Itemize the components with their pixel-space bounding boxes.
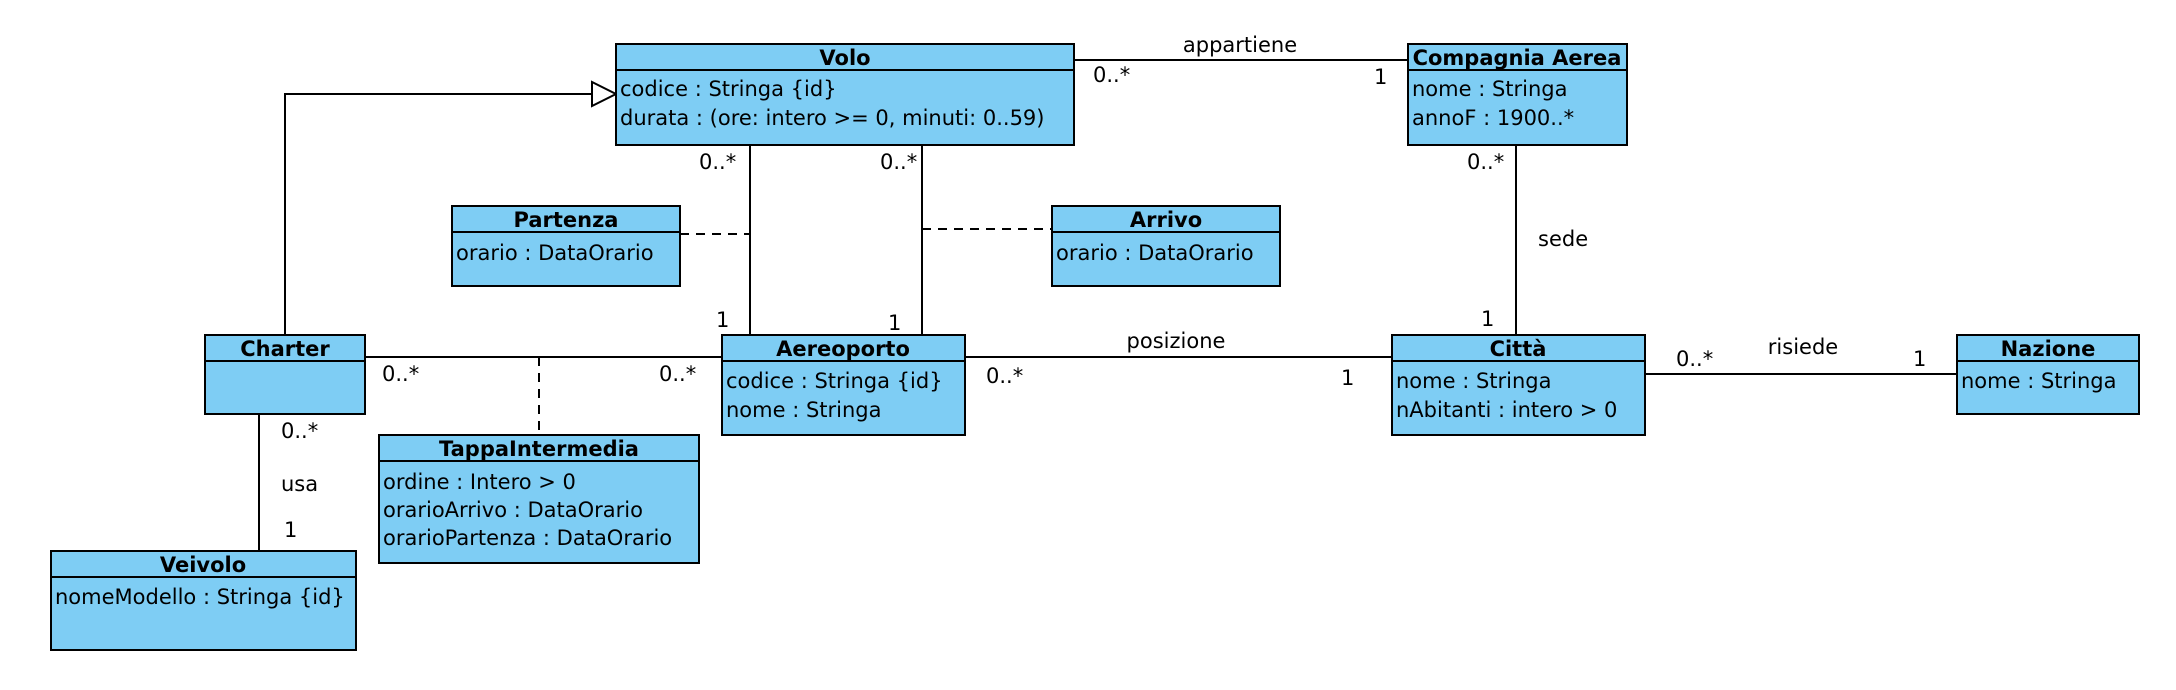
multiplicity-label: 0..* xyxy=(659,362,696,386)
class-veivolo: Veivolo nomeModello : Stringa {id} xyxy=(50,550,357,651)
class-partenza: Partenza orario : DataOrario xyxy=(451,205,681,287)
multiplicity-label: 1 xyxy=(1481,307,1494,331)
multiplicity-label: 0..* xyxy=(1676,347,1713,371)
class-attribute: nome : Stringa xyxy=(726,398,882,422)
class-name: Aereoporto xyxy=(776,337,910,361)
class-volo: Volo codice : Stringa {id} durata : (ore… xyxy=(615,43,1075,146)
multiplicity-label: 0..* xyxy=(880,150,917,174)
class-attribute: durata : (ore: intero >= 0, minuti: 0..5… xyxy=(620,106,1044,130)
association-label: sede xyxy=(1538,227,1588,251)
multiplicity-label: 1 xyxy=(1374,65,1387,89)
class-attribute: orarioPartenza : DataOrario xyxy=(383,526,672,550)
multiplicity-label: 0..* xyxy=(382,362,419,386)
multiplicity-label: 0..* xyxy=(281,419,318,443)
class-compagnia-aerea: Compagnia Aerea nome : Stringa annoF : 1… xyxy=(1407,43,1628,146)
class-name: Arrivo xyxy=(1130,208,1202,232)
class-charter: Charter xyxy=(204,334,366,415)
association-label: appartiene xyxy=(1183,33,1297,57)
class-aereoporto: Aereoporto codice : Stringa {id} nome : … xyxy=(721,334,966,436)
class-name: Volo xyxy=(819,46,870,70)
class-attribute: annoF : 1900..* xyxy=(1412,106,1574,130)
class-citta: Città nome : Stringa nAbitanti : intero … xyxy=(1391,334,1646,436)
association-label: risiede xyxy=(1768,335,1838,359)
multiplicity-label: 0..* xyxy=(1467,150,1504,174)
association-label: posizione xyxy=(1127,329,1226,353)
multiplicity-label: 1 xyxy=(284,518,297,542)
class-attribute: orario : DataOrario xyxy=(456,241,654,265)
class-attribute: nomeModello : Stringa {id} xyxy=(55,585,345,609)
class-attribute: codice : Stringa {id} xyxy=(726,369,943,393)
class-attribute: orario : DataOrario xyxy=(1056,241,1254,265)
generalization-line xyxy=(284,93,592,335)
class-name: Veivolo xyxy=(160,553,246,577)
class-name: TappaIntermedia xyxy=(439,437,639,461)
multiplicity-label: 1 xyxy=(888,311,901,335)
class-name: Charter xyxy=(240,337,330,361)
multiplicity-label: 1 xyxy=(1913,347,1926,371)
class-attribute: orarioArrivo : DataOrario xyxy=(383,498,643,522)
class-attribute: nome : Stringa xyxy=(1961,369,2117,393)
association-label: usa xyxy=(281,472,318,496)
multiplicity-label: 1 xyxy=(1341,366,1354,390)
class-attribute: nome : Stringa xyxy=(1396,369,1552,393)
class-attribute: ordine : Intero > 0 xyxy=(383,470,576,494)
multiplicity-label: 0..* xyxy=(699,150,736,174)
class-name: Città xyxy=(1490,337,1547,361)
class-tappa-intermedia: TappaIntermedia ordine : Intero > 0 orar… xyxy=(378,434,700,564)
class-arrivo: Arrivo orario : DataOrario xyxy=(1051,205,1281,287)
class-attribute: nome : Stringa xyxy=(1412,77,1568,101)
class-nazione: Nazione nome : Stringa xyxy=(1956,334,2140,415)
multiplicity-label: 0..* xyxy=(986,364,1023,388)
class-name: Nazione xyxy=(2001,337,2096,361)
multiplicity-label: 0..* xyxy=(1093,63,1130,87)
class-name: Partenza xyxy=(514,208,619,232)
generalization-arrowhead xyxy=(591,80,619,108)
class-name: Compagnia Aerea xyxy=(1413,46,1622,70)
class-attribute: codice : Stringa {id} xyxy=(620,77,837,101)
multiplicity-label: 1 xyxy=(716,308,729,332)
class-attribute: nAbitanti : intero > 0 xyxy=(1396,398,1617,422)
